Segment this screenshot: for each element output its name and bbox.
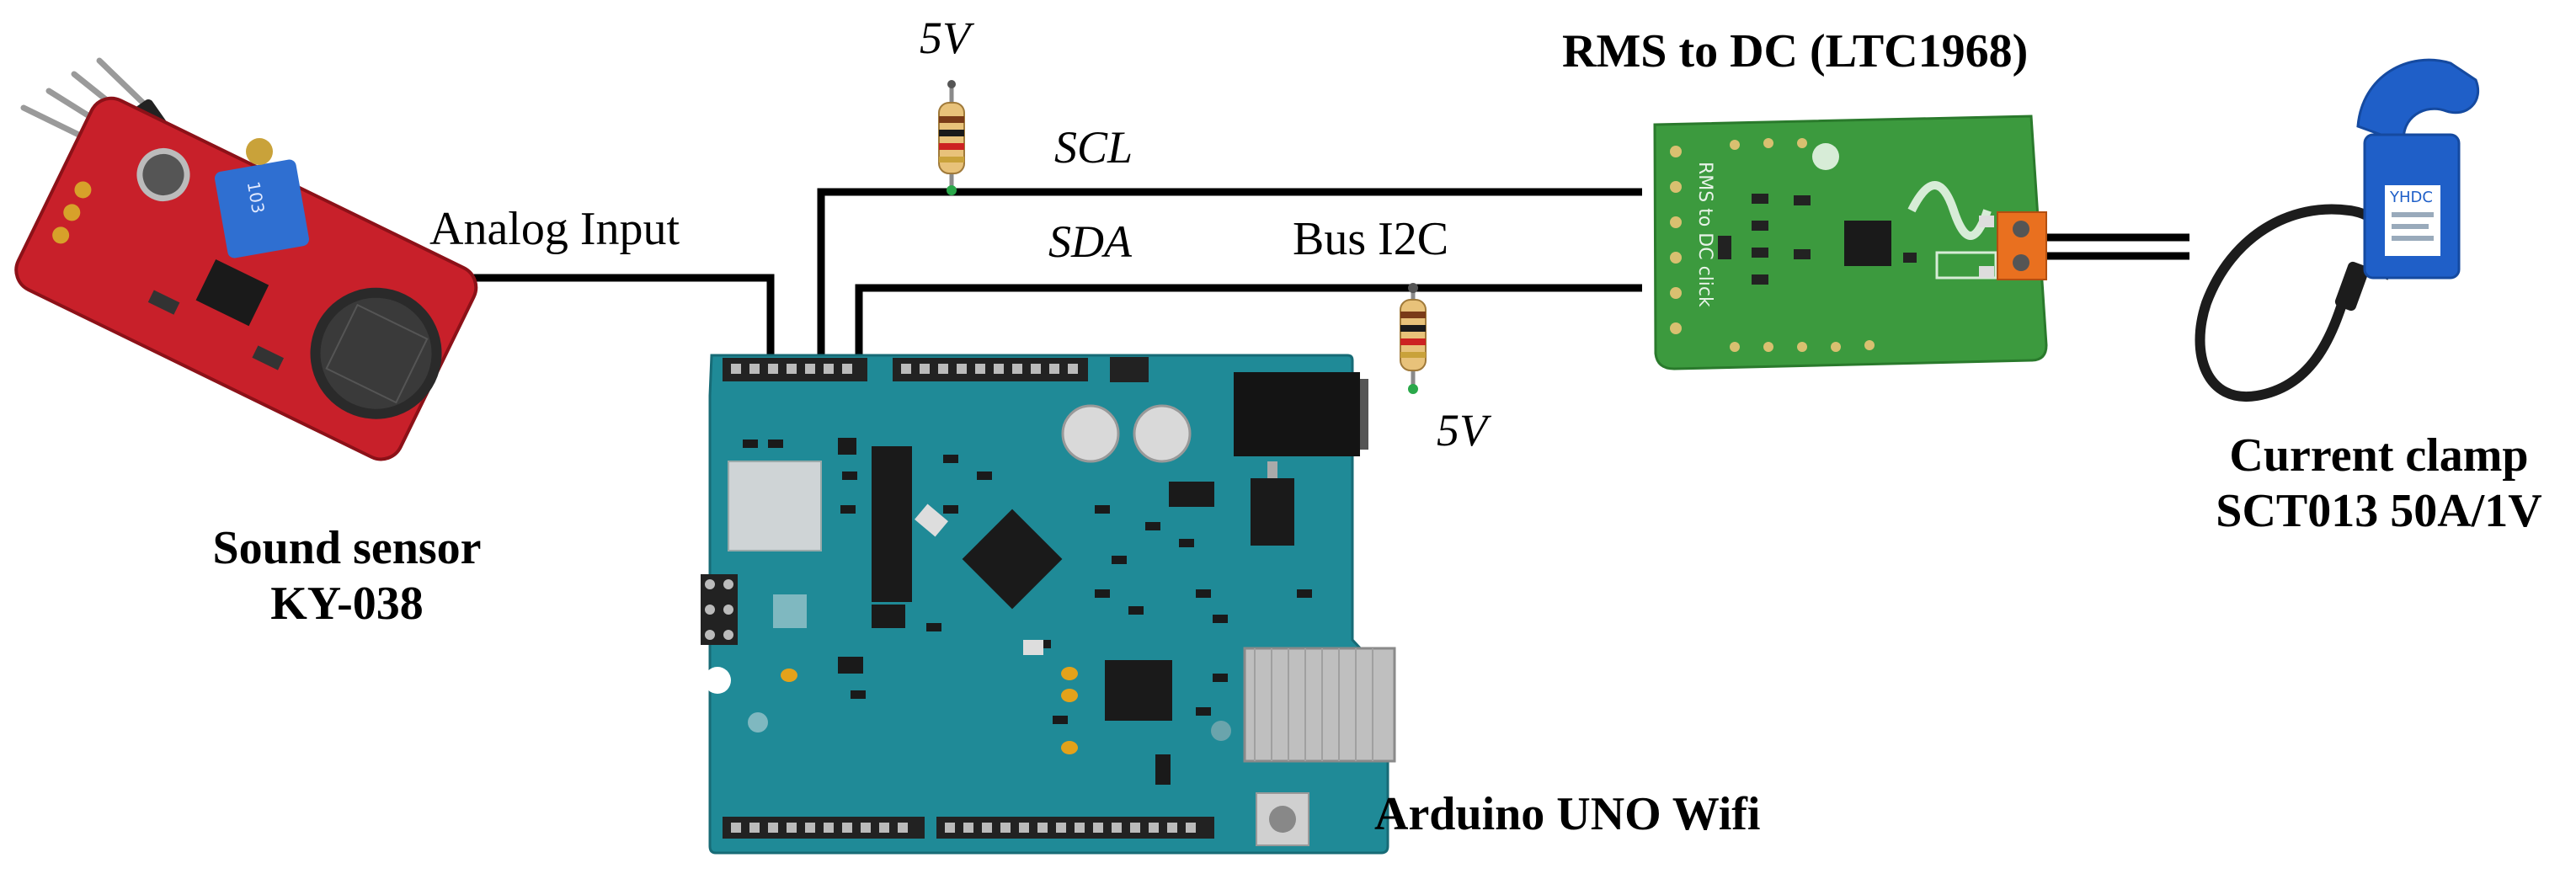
clamp-cable bbox=[2195, 204, 2395, 402]
rms-to-dc-title: RMS to DC (LTC1968) bbox=[1562, 25, 2029, 77]
current-clamp-sct013: YHDC bbox=[2195, 58, 2480, 402]
wires bbox=[404, 188, 2189, 360]
top-header-right bbox=[893, 358, 1088, 381]
usb-chip bbox=[1105, 660, 1172, 721]
smd-parts bbox=[743, 438, 1312, 724]
rms-logo bbox=[1907, 181, 1992, 240]
rms-board-pins bbox=[1670, 138, 1875, 352]
clamp-jaw bbox=[2356, 58, 2480, 146]
analog-input-wire bbox=[404, 274, 775, 360]
sda-wire bbox=[855, 284, 1642, 360]
supply-voltage-label-bottom: 5V bbox=[1437, 405, 1487, 455]
sda-label: SDA bbox=[1048, 216, 1132, 267]
reset-button-top bbox=[1110, 357, 1149, 382]
main-mcu bbox=[962, 509, 1063, 610]
capacitor-2 bbox=[1133, 404, 1192, 463]
rms-board-text: RMS to DC click bbox=[1694, 162, 1715, 307]
analog-input-label: Analog Input bbox=[429, 203, 680, 255]
bus-i2c-label: Bus I2C bbox=[1293, 213, 1449, 265]
sound-sensor-model: KY-038 bbox=[270, 578, 424, 630]
rms-to-dc-board: RMS to DC click bbox=[1653, 115, 2048, 370]
wifi-module bbox=[728, 461, 822, 551]
chip-left-2 bbox=[872, 518, 912, 602]
sound-sensor-caption: Sound sensor KY-038 bbox=[187, 520, 507, 631]
arduino-label: Arduino UNO Wifi bbox=[1374, 788, 1761, 840]
supply-voltage-label-top: 5V bbox=[920, 13, 970, 63]
current-clamp-caption: Current clamp SCT013 50A/1V bbox=[2194, 428, 2564, 539]
current-clamp-name: Current clamp bbox=[2229, 429, 2529, 482]
voltage-regulator bbox=[1251, 478, 1294, 546]
mounting-holes bbox=[704, 667, 1231, 741]
sound-sensor-ky038: 103 bbox=[14, 57, 478, 461]
pullup-resistor-top bbox=[938, 80, 965, 195]
top-header-left bbox=[723, 358, 867, 381]
arduino-uno-wifi-board bbox=[701, 354, 1396, 855]
leds bbox=[781, 667, 1078, 754]
power-jack bbox=[1234, 372, 1360, 456]
potentiometer bbox=[214, 159, 310, 258]
bottom-header-right bbox=[936, 817, 1214, 839]
ltc1968-chip bbox=[1844, 221, 1891, 266]
pullup-resistor-bottom bbox=[1400, 283, 1427, 394]
capacitor-1 bbox=[1061, 404, 1120, 463]
scl-wire bbox=[817, 188, 1642, 360]
sound-sensor-name: Sound sensor bbox=[212, 522, 482, 574]
clamp-brand-text: YHDC bbox=[2389, 189, 2433, 206]
bottom-header-left bbox=[723, 817, 925, 839]
usb-connector bbox=[1243, 647, 1396, 763]
scl-label: SCL bbox=[1054, 122, 1133, 173]
current-clamp-model: SCT013 50A/1V bbox=[2216, 485, 2542, 537]
